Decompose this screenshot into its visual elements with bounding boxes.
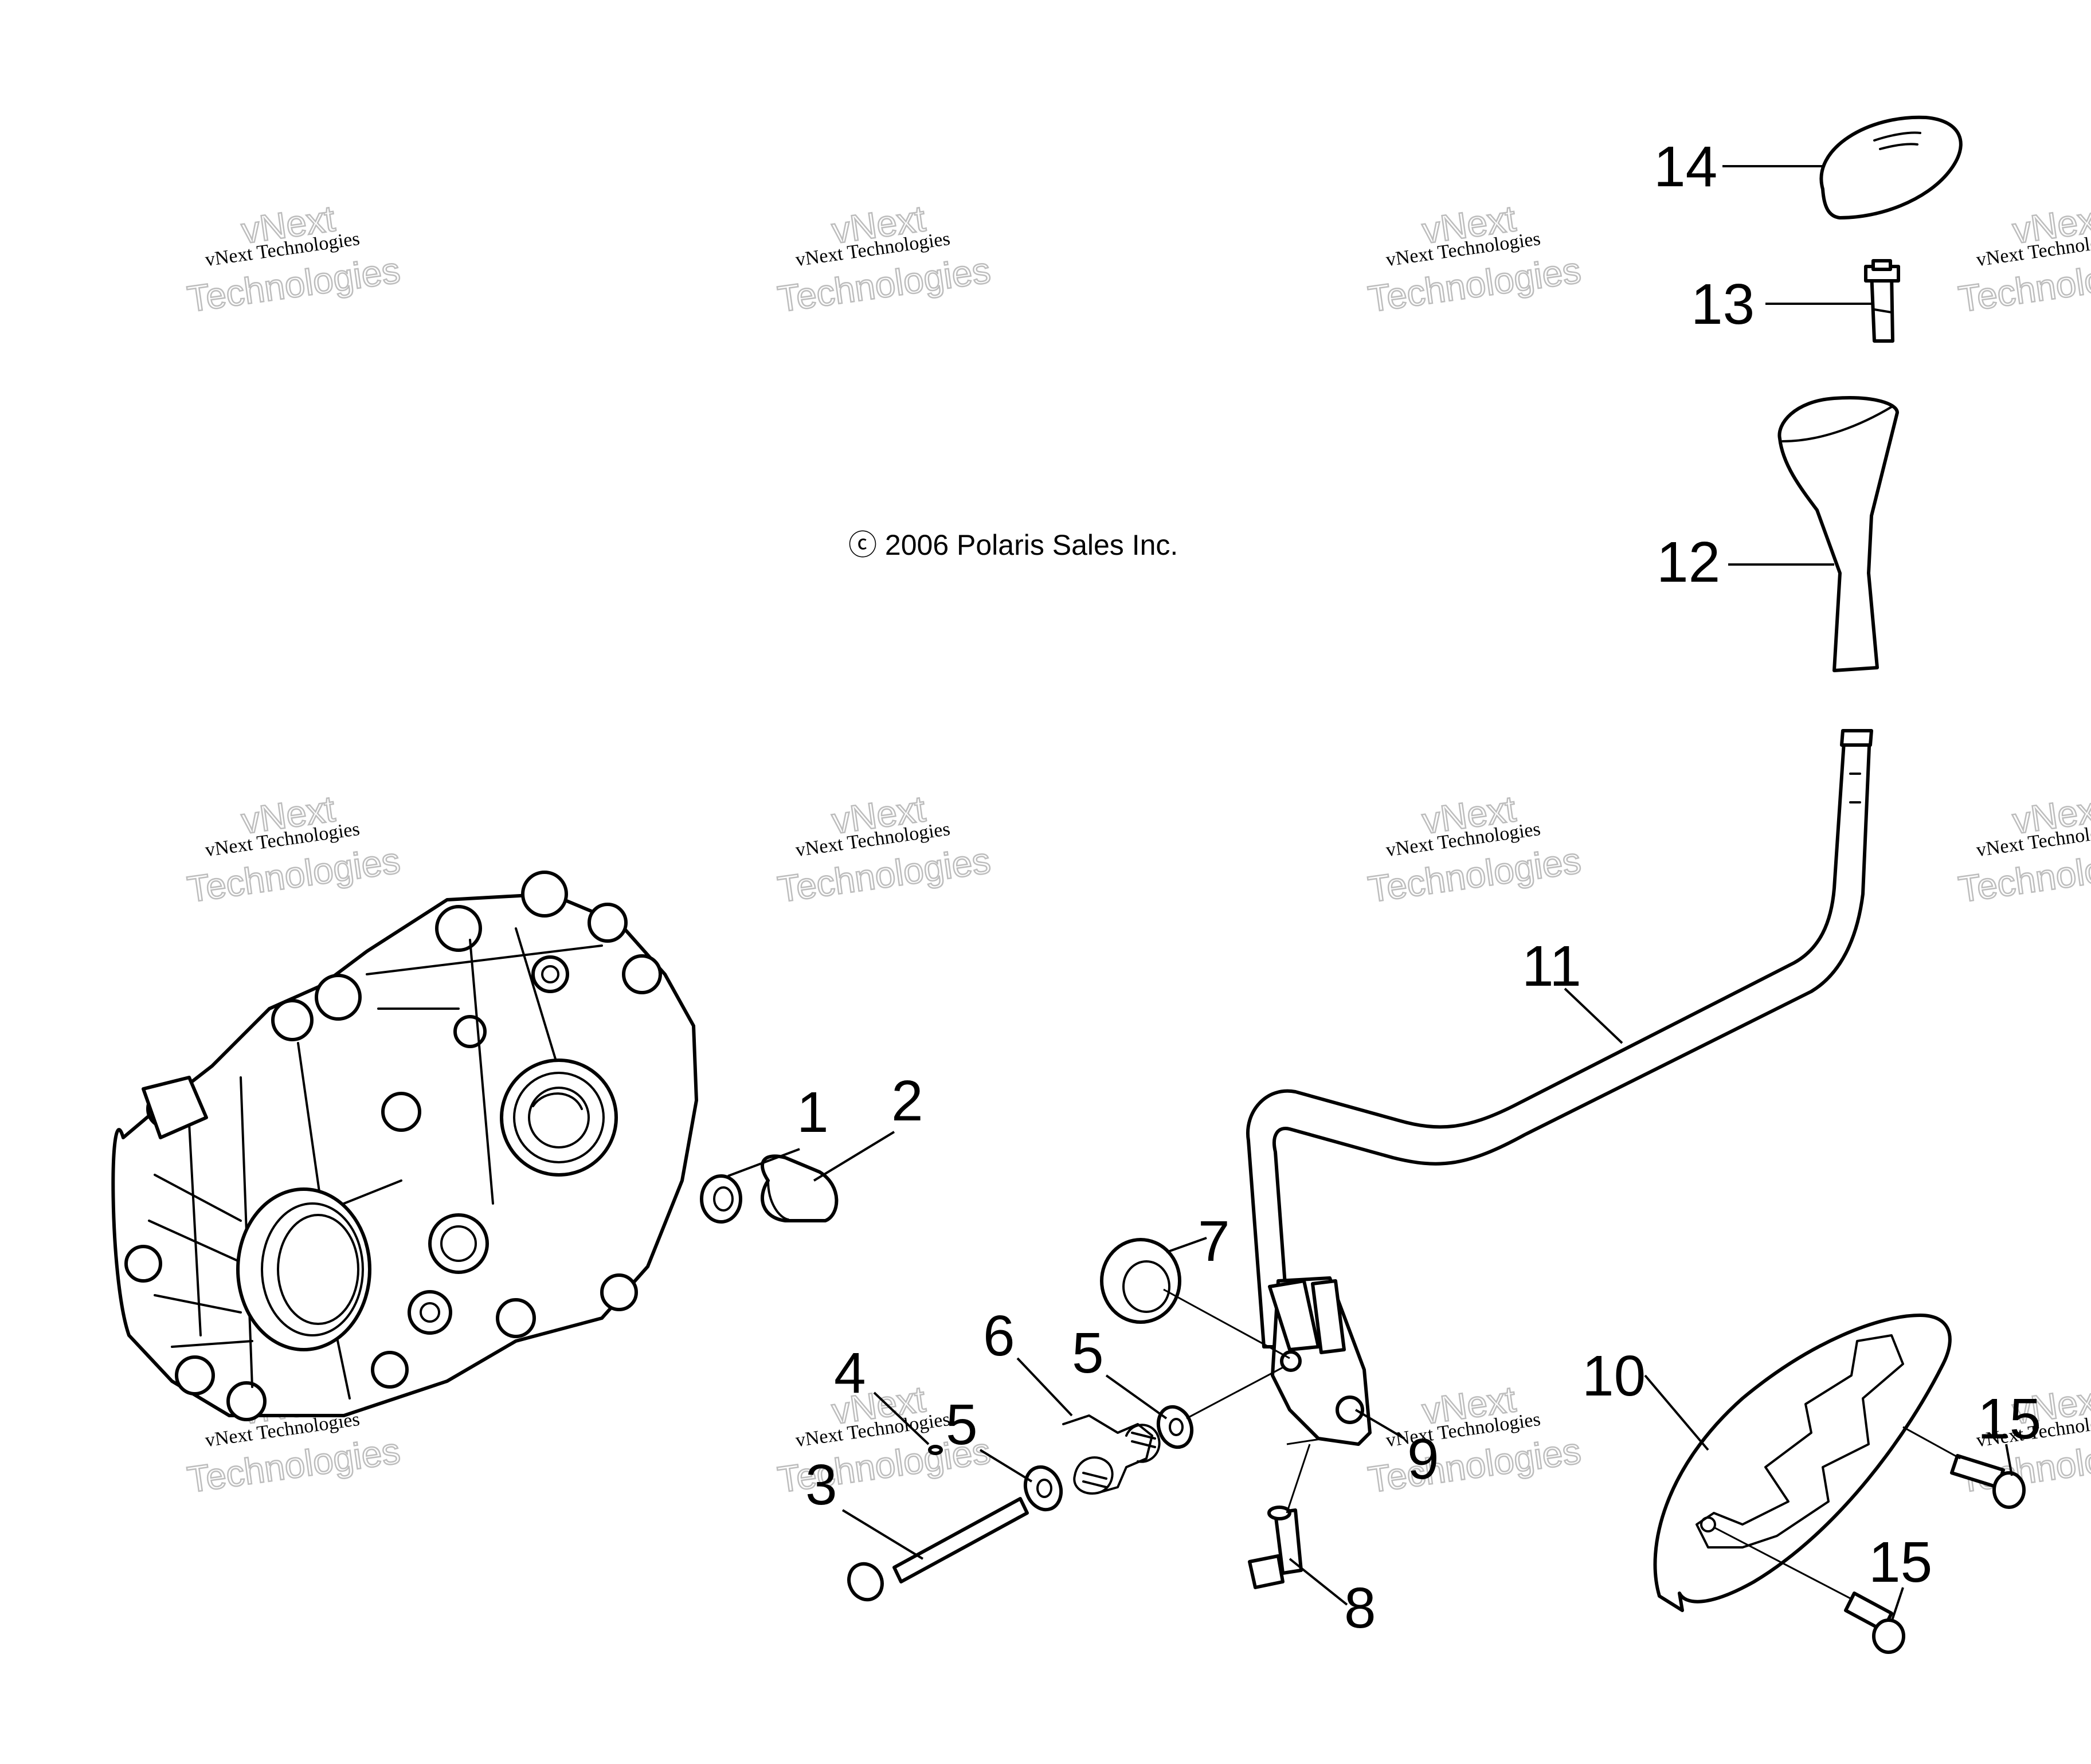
callout-1: 1 xyxy=(797,1080,829,1144)
transmission-cover xyxy=(111,871,698,1421)
part-5-washer-b xyxy=(1156,1405,1194,1449)
part-8-bolt xyxy=(1248,1506,1303,1589)
part-13-screw xyxy=(1864,259,1900,343)
part-11-shift-lever xyxy=(1246,729,1873,1446)
callout-8: 8 xyxy=(1344,1576,1376,1640)
callout-3: 3 xyxy=(805,1453,837,1517)
watermark: vNext vNext Technologies Technologies xyxy=(1365,787,1584,911)
part-14-knob xyxy=(1819,115,1963,219)
callout-6: 6 xyxy=(983,1304,1015,1368)
leader-lines xyxy=(727,165,2013,1622)
part-5-washer-a xyxy=(1023,1465,1063,1512)
callout-13: 13 xyxy=(1691,272,1755,336)
part-12-shift-boot xyxy=(1777,396,1899,672)
part-15-bolt-b xyxy=(1844,1591,1905,1654)
watermark: vNext vNext Technologies Technologies xyxy=(1365,1377,1584,1501)
copyright-notice: ⓒ 2006 Polaris Sales Inc. xyxy=(848,529,1178,561)
watermark: vNext vNext Technologies Technologies xyxy=(774,787,993,911)
watermark: vNext vNext Technologies Technologies xyxy=(1955,787,2091,911)
part-3-pin xyxy=(847,1497,1029,1602)
part-10-shift-gate xyxy=(1653,1314,1952,1612)
part-6-spring xyxy=(1062,1414,1161,1495)
part-15-bolt-a xyxy=(1950,1454,2026,1509)
callout-11: 11 xyxy=(1522,934,1581,998)
callout-2: 2 xyxy=(891,1069,923,1133)
callout-5b: 5 xyxy=(1072,1321,1104,1385)
watermark: vNext vNext Technologies Technologies xyxy=(184,197,403,320)
callout-labels: 1 2 3 4 5 5 6 7 8 9 10 11 12 13 14 15 15 xyxy=(797,135,2041,1640)
callout-5a: 5 xyxy=(946,1393,978,1457)
callout-15b: 15 xyxy=(1869,1530,1932,1594)
callout-4: 4 xyxy=(834,1341,866,1405)
callout-15a: 15 xyxy=(1978,1387,2041,1451)
watermark: vNext vNext Technologies Technologies xyxy=(774,197,993,320)
callout-14: 14 xyxy=(1654,135,1717,199)
part-7-bushing xyxy=(1100,1238,1181,1324)
watermark: vNext vNext Technologies Technologies xyxy=(1365,197,1584,320)
callout-12: 12 xyxy=(1657,530,1720,594)
part-1-washer xyxy=(700,1174,742,1224)
callout-10: 10 xyxy=(1582,1344,1646,1408)
callout-7: 7 xyxy=(1198,1209,1230,1273)
part-4-pin xyxy=(928,1445,943,1455)
callout-9: 9 xyxy=(1407,1427,1439,1491)
part-2-plug xyxy=(761,1154,839,1222)
watermark: vNext vNext Technologies Technologies xyxy=(1955,197,2091,320)
watermark: vNext vNext Technologies Technologies xyxy=(184,787,403,911)
